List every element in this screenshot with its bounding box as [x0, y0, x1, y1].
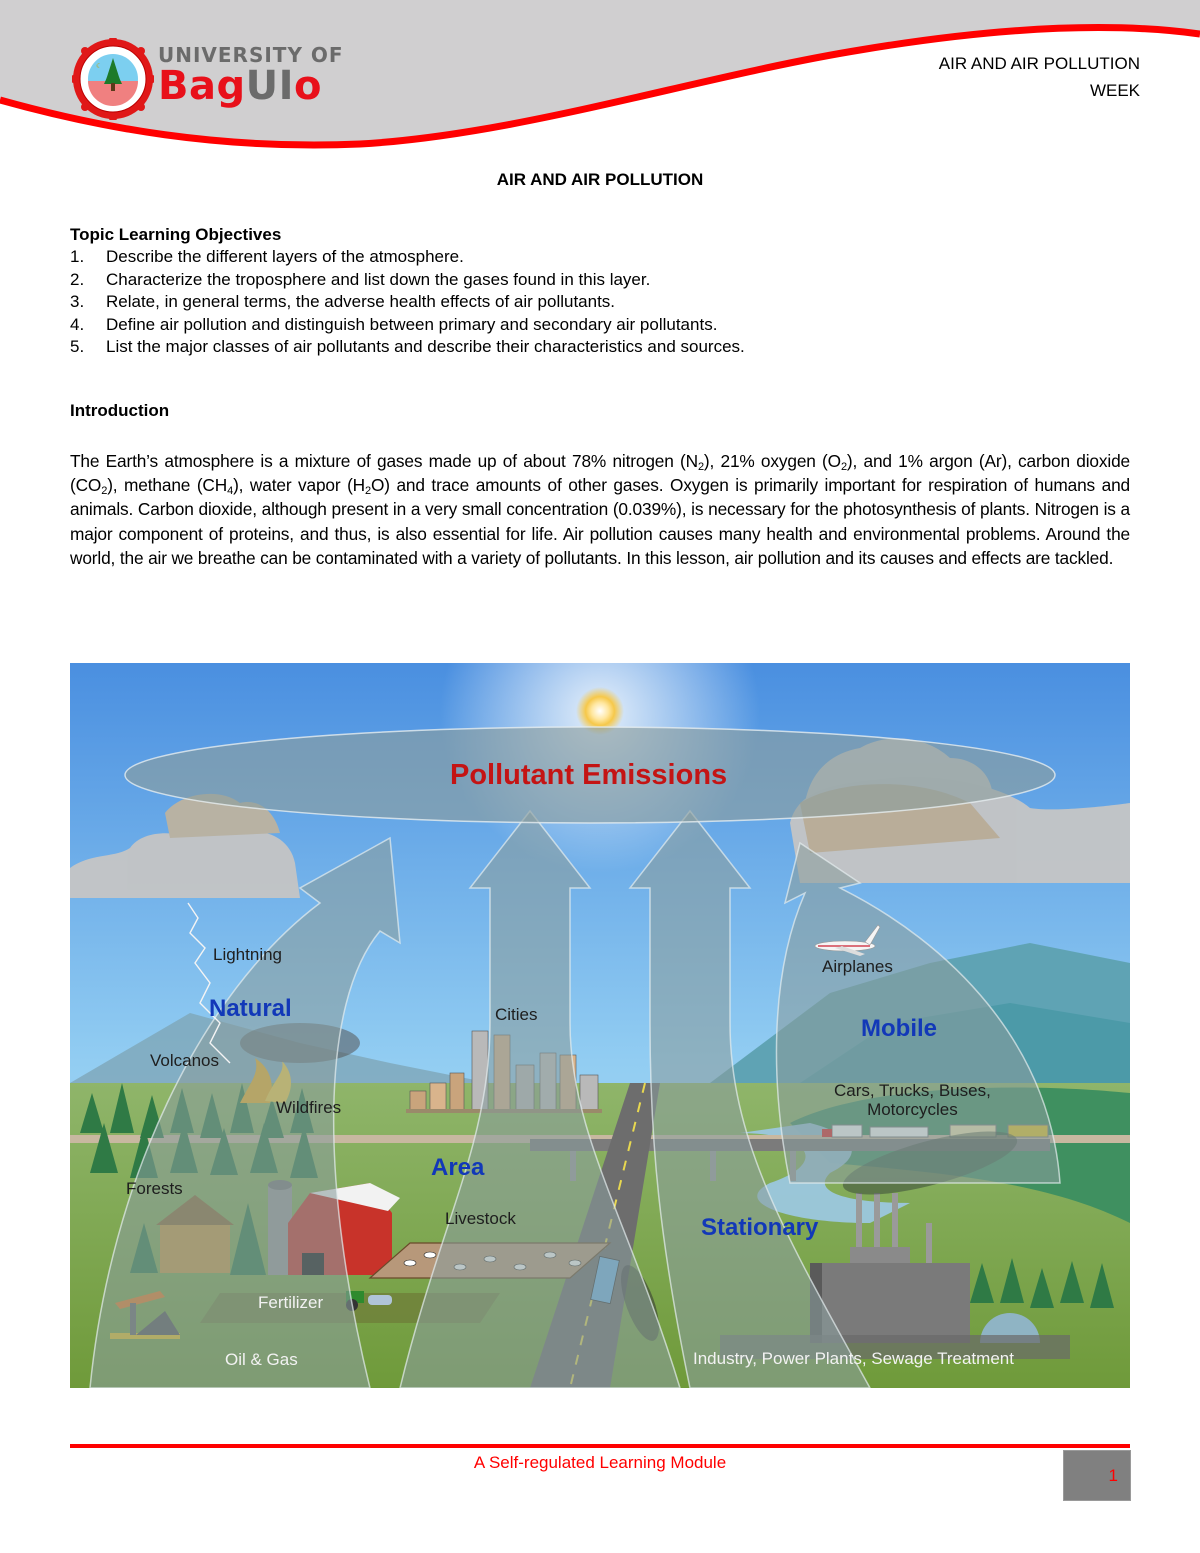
introduction-heading: Introduction	[70, 401, 170, 420]
objective-item: 3.Relate, in general terms, the adverse …	[70, 292, 616, 311]
university-seal-logo: ☾	[70, 36, 156, 122]
footer-rule	[70, 1444, 1130, 1448]
objective-item: 5.List the major classes of air pollutan…	[70, 337, 745, 356]
label-lightning: Lightning	[213, 945, 283, 964]
running-header-week: WEEK	[1089, 81, 1140, 100]
objective-item: 2.Characterize the troposphere and list …	[70, 269, 651, 289]
header-wave-band	[0, 0, 1200, 149]
university-wordmark: UNIVERSITY OF BagUIo	[158, 44, 344, 106]
page-header: ☾ UNIVERSITY OF BagUIo AIR AND AIR POLLU…	[0, 0, 1200, 160]
label-airplanes: Airplanes	[822, 957, 893, 976]
wordmark-name: BagUIo	[158, 63, 322, 109]
running-header-title: AIR AND AIR POLLUTION	[938, 54, 1140, 73]
learning-objectives: Topic Learning Objectives 1.Describe the…	[70, 224, 1130, 359]
objective-item: 4.Define air pollution and distinguish b…	[70, 314, 718, 334]
svg-text:☾: ☾	[96, 62, 102, 70]
category-mobile: Mobile	[861, 1015, 937, 1042]
page-title: AIR AND AIR POLLUTION	[496, 170, 704, 189]
label-wildfires: Wildfires	[276, 1098, 342, 1117]
label-oil-gas: Oil & Gas	[225, 1350, 298, 1369]
label-livestock: Livestock	[445, 1209, 516, 1228]
category-natural: Natural	[209, 995, 292, 1022]
label-industry: Industry, Power Plants, Sewage Treatment	[693, 1349, 1014, 1368]
pollutant-emissions-illustration: Pollutant Emissions Lightning Natural Vo…	[70, 663, 1130, 1388]
label-vehicles: Cars, Trucks, Buses, Motorcycles	[834, 1081, 991, 1119]
label-fertilizer: Fertilizer	[258, 1293, 324, 1312]
illustration-artwork	[70, 663, 1130, 1388]
footer-text: A Self-regulated Learning Module	[473, 1453, 727, 1472]
wordmark-top: UNIVERSITY OF	[158, 43, 344, 67]
category-area: Area	[431, 1154, 485, 1181]
objectives-list: 1.Describe the different layers of the a…	[70, 246, 1130, 359]
label-forests: Forests	[126, 1179, 183, 1198]
category-stationary: Stationary	[701, 1214, 819, 1241]
objective-item: 1.Describe the different layers of the a…	[70, 247, 464, 266]
introduction-paragraph: The Earth’s atmosphere is a mixture of g…	[70, 451, 1130, 568]
label-volcanos: Volcanos	[150, 1051, 219, 1070]
page-number: 1	[1108, 1466, 1118, 1485]
page-number-box: 1	[1063, 1450, 1131, 1501]
label-cities: Cities	[495, 1005, 538, 1024]
objectives-heading: Topic Learning Objectives	[70, 225, 282, 244]
running-header: AIR AND AIR POLLUTION WEEK	[939, 50, 1140, 104]
emissions-title: Pollutant Emissions	[450, 759, 728, 791]
